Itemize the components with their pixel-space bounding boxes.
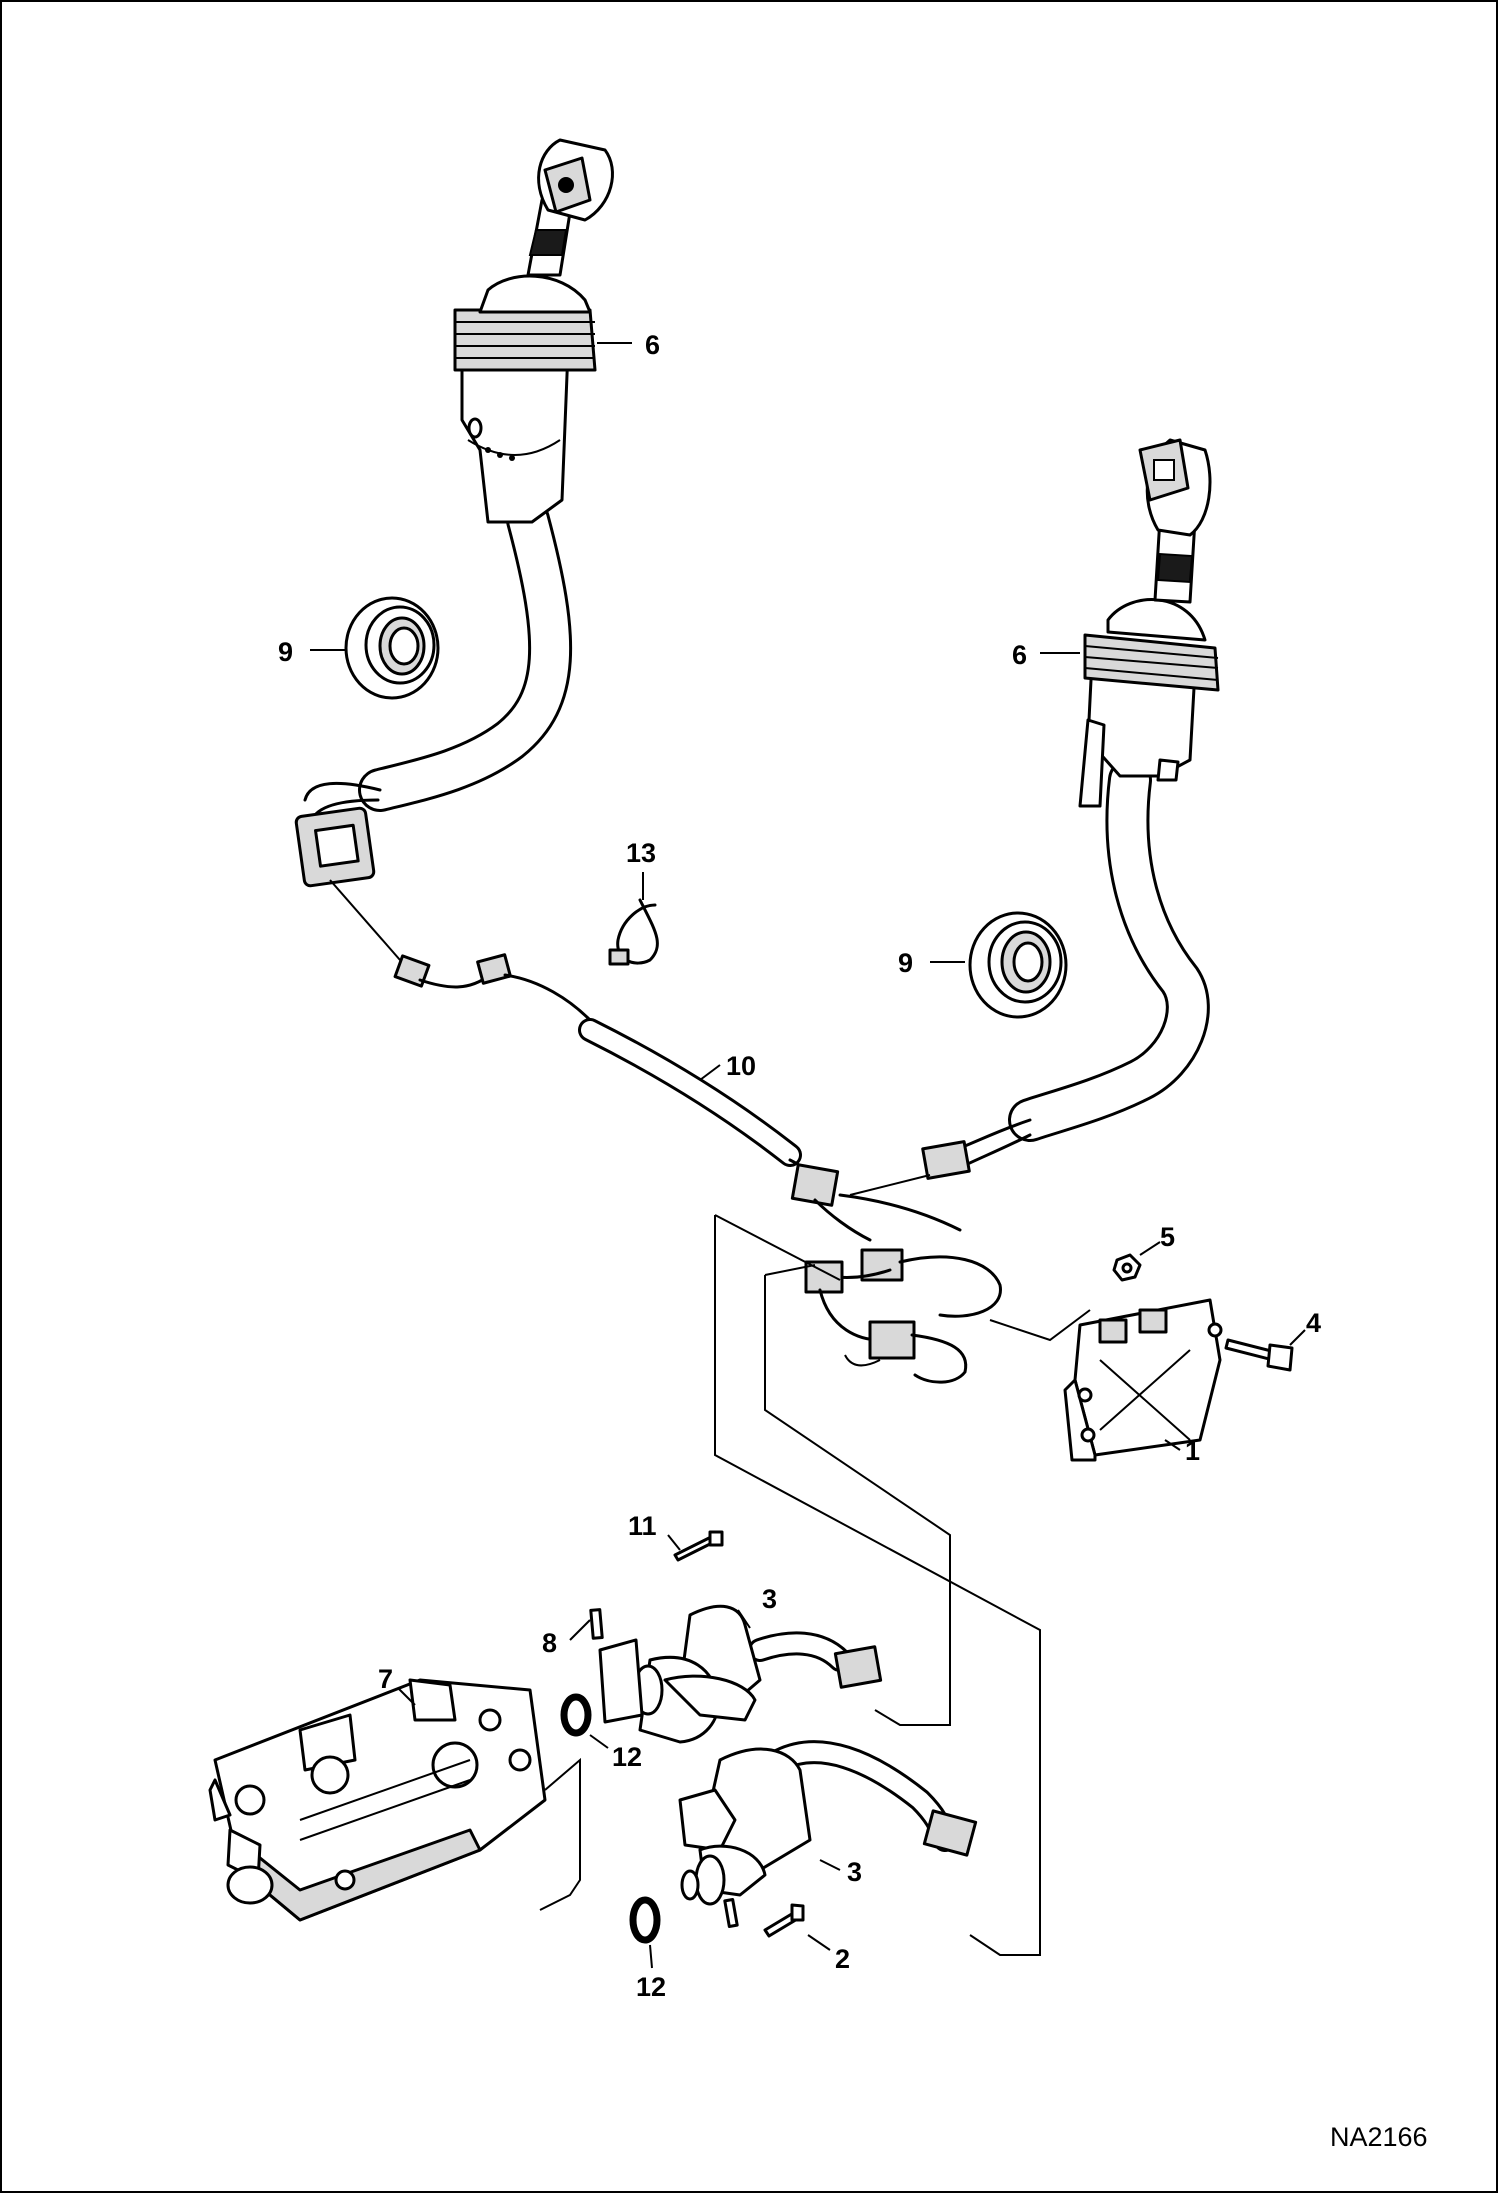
callout-11: 11 [628,1511,657,1541]
callout-2: 2 [835,1944,850,1974]
leader-lines [310,342,1306,1969]
callouts: 6 6 9 9 13 10 5 4 1 11 3 8 7 12 3 2 12 [278,330,1321,2002]
callout-5: 5 [1160,1222,1175,1252]
bolt-11 [673,1530,724,1562]
callout-4: 4 [1306,1308,1321,1338]
callout-8: 8 [542,1628,557,1658]
bolt-2 [763,1903,805,1938]
callout-12-upper: 12 [612,1742,642,1772]
callout-7: 7 [378,1664,393,1694]
wire-harness [418,953,1002,1384]
solenoid-upper [598,1604,883,1744]
callout-12-lower: 12 [636,1972,666,2002]
right-connector [849,1118,1032,1196]
callout-3-lower: 3 [847,1857,862,1887]
right-boot-seal [968,911,1068,1019]
valve-block [208,1678,547,1922]
bolt-4 [1224,1338,1294,1372]
hex-nut [1112,1253,1142,1282]
callout-6-left: 6 [645,330,660,360]
figure-id: NA2166 [1330,2122,1428,2152]
cable-tie [608,898,659,966]
callout-1: 1 [1185,1436,1200,1466]
roll-pin-8 [589,1608,604,1640]
callout-3-upper: 3 [762,1584,777,1614]
right-joystick [1008,438,1220,1142]
callout-9-left: 9 [278,637,293,667]
left-boot-seal [344,596,440,700]
connection-lines [539,1214,1091,1956]
left-joystick [358,138,614,812]
left-connector [294,781,431,988]
solenoid-lower [678,1740,978,1928]
callout-9-right: 9 [898,948,913,978]
callout-10: 10 [726,1051,756,1081]
callout-6-right: 6 [1012,640,1027,670]
callout-13: 13 [626,838,656,868]
o-ring-upper [560,1693,592,1737]
o-ring-lower [629,1896,661,1944]
mounting-bracket [1063,1298,1223,1462]
